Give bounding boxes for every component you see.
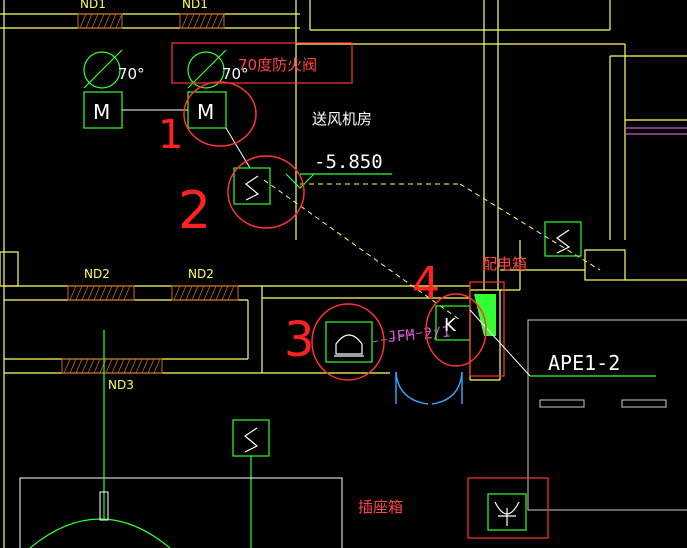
distribution-box-frame	[469, 281, 505, 377]
label-nd1-right: ND1	[182, 0, 208, 11]
label-nd2-left: ND2	[84, 267, 110, 281]
annotation-circle-2	[227, 155, 305, 229]
annotation-circle-3	[311, 303, 385, 381]
hatch-blocks	[61, 13, 239, 374]
hatch-nd3	[61, 358, 163, 374]
fire-damper-note-box	[171, 42, 353, 84]
annotation-marker-4: 4	[412, 258, 440, 309]
panel-leader	[469, 309, 531, 377]
elevation-label: -5.850	[314, 151, 383, 173]
door-swing	[395, 371, 463, 405]
label-nd3: ND3	[108, 378, 134, 392]
column-left	[0, 251, 19, 287]
label-nd1-left: ND1	[80, 0, 106, 11]
distribution-box-symbol	[474, 294, 496, 336]
distribution-box-label: 配电箱	[482, 255, 527, 273]
fire-damper-note: 70度防火阀	[238, 56, 317, 74]
socket-box-label: 插座箱	[358, 498, 403, 516]
hatch-nd1-right	[179, 13, 225, 29]
switch-symbol-1	[233, 167, 271, 205]
column-right	[584, 249, 626, 281]
motor-1-label: M	[93, 100, 110, 124]
label-nd2-right: ND2	[188, 267, 214, 281]
motor-2: M	[187, 91, 227, 129]
annotation-marker-2: 2	[178, 181, 211, 241]
elevation-marker	[285, 173, 392, 189]
panel-ape-frame	[527, 319, 687, 511]
annotation-circles	[183, 81, 487, 381]
hatch-nd2-left	[67, 285, 135, 301]
room-name-label: 送风机房	[312, 110, 372, 128]
cable-tag-label: JFM 2/1	[387, 323, 452, 346]
panel-name-label: APE1-2	[548, 351, 620, 375]
switch-symbol-2	[544, 221, 582, 257]
annotation-circle-4	[425, 293, 487, 367]
fire-damper-2	[187, 49, 227, 89]
annotation-circle-1	[183, 81, 257, 147]
k-switch-label: K	[444, 315, 457, 336]
damper-temp-label-1: 70°	[118, 65, 145, 83]
bottom-room-outline	[19, 477, 343, 548]
hatch-nd2-right	[171, 285, 239, 301]
hatch-nd1-left	[77, 13, 123, 29]
fire-damper-1	[83, 49, 123, 89]
socket-box-symbol	[467, 477, 549, 539]
annotation-marker-1: 1	[158, 112, 183, 158]
bottom-dome-pin	[99, 491, 109, 521]
motor-2-label: M	[197, 100, 214, 124]
annotation-marker-3: 3	[284, 312, 315, 368]
damper-temp-label-2: 70°	[222, 65, 249, 83]
